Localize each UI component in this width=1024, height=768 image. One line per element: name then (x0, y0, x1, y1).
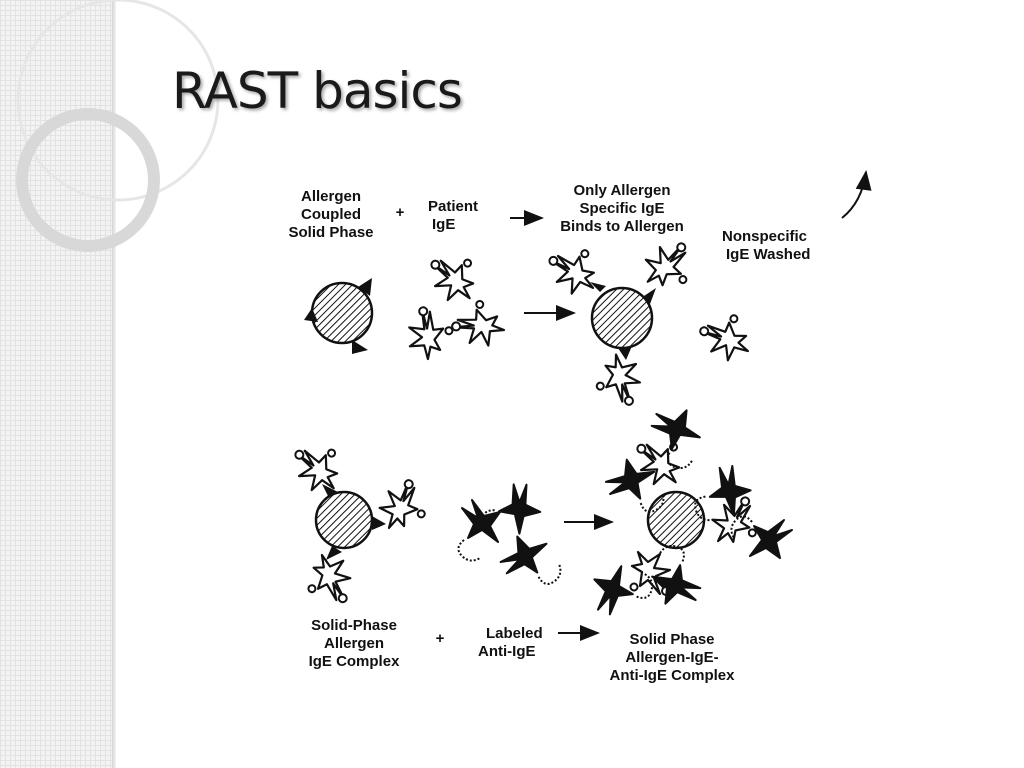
labeled-anti-ige-cluster (457, 475, 567, 587)
label-line: Patient (428, 198, 479, 215)
slide-title: RAST basics (172, 62, 463, 120)
label-line: Only Allergen (573, 182, 671, 199)
label-line: IgE Washed (726, 246, 811, 263)
nonspecific-ige (697, 308, 756, 369)
curved-arrow-icon (841, 170, 872, 219)
allergen-marker (304, 308, 318, 322)
label-line: Solid-Phase (311, 617, 397, 634)
solid-phase-particle-top (304, 278, 374, 354)
solid-phase-complex (293, 443, 432, 604)
allergen-marker (352, 340, 368, 354)
label-plus-top: + (395, 204, 405, 221)
label-line: Labeled (486, 625, 543, 642)
label-solid-phase-complex: Solid-Phase Allergen IgE Complex (294, 617, 414, 671)
label-line: Coupled (301, 206, 361, 223)
label-final-complex: Solid Phase Allergen-IgE- Anti-IgE Compl… (590, 631, 754, 685)
final-complex (582, 398, 793, 623)
label-nonspecific: Nonspecific IgE Washed (722, 228, 810, 264)
patient-ige-cluster (399, 253, 510, 364)
label-line: Binds to Allergen (560, 218, 684, 235)
label-line: IgE (432, 216, 456, 233)
label-line: Specific IgE (579, 200, 665, 217)
label-line: Solid Phase (288, 224, 374, 241)
label-line: Nonspecific (722, 228, 808, 245)
label-labeled-anti-ige: Labeled Anti-IgE (478, 625, 543, 661)
deco-ring-small (16, 108, 160, 252)
label-line: Allergen (300, 188, 361, 205)
label-line: Allergen (323, 635, 384, 652)
sidebar-edge (112, 0, 116, 768)
label-line: Solid Phase (629, 631, 715, 648)
label-only-allergen: Only Allergen Specific IgE Binds to Alle… (544, 182, 700, 236)
label-line: Anti-IgE (478, 643, 536, 660)
label-allergen-coupled: Allergen Coupled Solid Phase (278, 188, 384, 242)
solid-phase-particle-bound (547, 241, 693, 408)
allergen-marker (358, 278, 372, 296)
label-plus-bottom: + (435, 630, 445, 647)
label-line: Anti-IgE Complex (609, 667, 735, 684)
decorative-circles (16, 0, 220, 252)
label-line: IgE Complex (308, 653, 400, 670)
label-patient-ige: Patient IgE (428, 198, 478, 234)
label-line: Allergen-IgE- (625, 649, 719, 666)
deco-ring-large (16, 0, 220, 202)
